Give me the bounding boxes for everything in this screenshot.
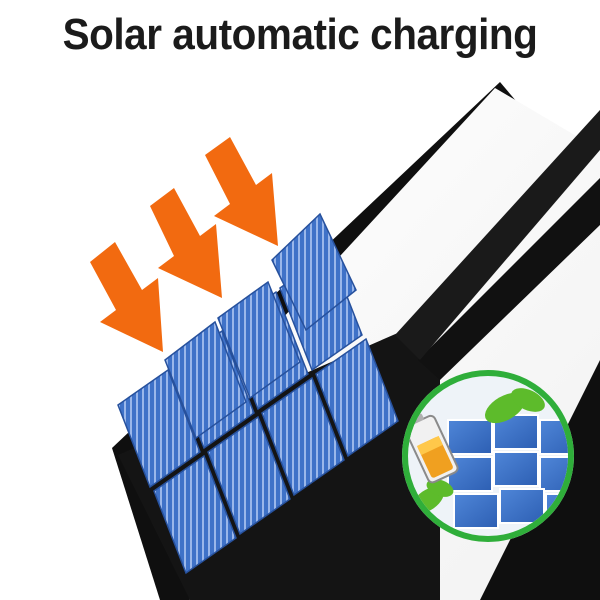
solar-cell (271, 212, 357, 332)
housing-edge (418, 178, 600, 380)
solar-panel (117, 212, 399, 575)
solar-cell (153, 454, 237, 575)
down-arrow-icon (150, 188, 222, 298)
eco-energy-icon (402, 370, 574, 542)
down-arrow-icon (205, 137, 278, 246)
solar-cell (217, 280, 301, 400)
solar-cell (164, 320, 247, 440)
down-arrow-icon (90, 242, 163, 352)
solar-cell (261, 376, 345, 497)
battery-icon (408, 413, 459, 484)
solar-cell (315, 337, 399, 458)
sunlight-arrows (90, 137, 278, 352)
headline: Solar automatic charging (62, 10, 538, 59)
solar-cell (207, 415, 291, 536)
solar-cell (117, 368, 201, 489)
